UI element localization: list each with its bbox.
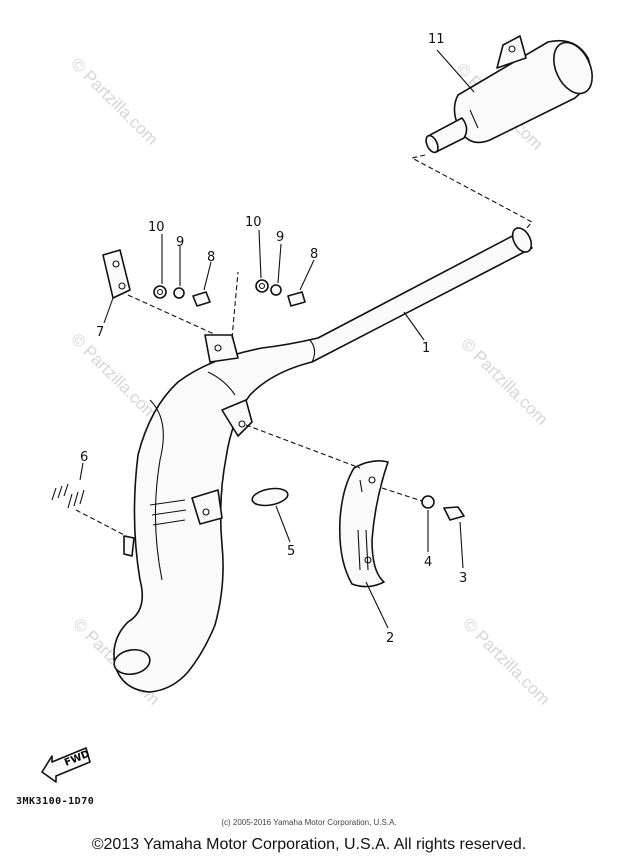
washer-part-9[interactable]	[173, 287, 185, 299]
bolt-part-8[interactable]	[287, 291, 306, 307]
washer-part-4[interactable]	[421, 495, 435, 509]
nut-part-10[interactable]	[255, 279, 269, 293]
connector-line	[410, 154, 533, 239]
fastener-group-left[interactable]	[153, 285, 211, 307]
callout-6: 6	[80, 450, 88, 465]
callout-10: 10	[148, 220, 165, 235]
watermark: © Partzilla.com	[457, 334, 551, 428]
callout-8: 8	[207, 250, 215, 265]
leader-lines	[79, 49, 475, 629]
callout-9: 9	[176, 235, 184, 250]
bolt-part-3[interactable]	[443, 506, 465, 521]
gasket-part-5[interactable]	[251, 486, 289, 508]
washer-part-9[interactable]	[270, 284, 282, 296]
callout-9: 9	[276, 230, 284, 245]
callout-1: 1	[422, 341, 430, 356]
fwd-arrow-icon: FWD	[41, 747, 91, 783]
callout-5: 5	[287, 544, 295, 559]
watermark: © Partzilla.com	[459, 614, 553, 708]
callout-8: 8	[310, 247, 318, 262]
callout-7: 7	[96, 325, 104, 340]
watermark: © Partzilla.com	[67, 329, 161, 423]
nut-part-10[interactable]	[153, 285, 167, 299]
diagram-code: 3MK3100-1D70	[16, 796, 95, 807]
watermark: © Partzilla.com	[67, 54, 161, 148]
bolt-part-8[interactable]	[192, 291, 211, 307]
callouts: 11 1 10 9 8 10 9 8 7 6 5 4 3 2	[80, 32, 467, 646]
callout-3: 3	[459, 571, 467, 586]
callout-2: 2	[386, 631, 394, 646]
callout-4: 4	[424, 555, 432, 570]
callout-11: 11	[428, 32, 445, 47]
springs-part-6[interactable]	[51, 483, 135, 557]
fastener-group-right[interactable]	[255, 279, 306, 307]
internal-copyright: (c) 2005-2016 Yamaha Motor Corporation, …	[221, 818, 397, 827]
connector-line	[231, 271, 239, 339]
bracket-part-7[interactable]	[102, 249, 215, 335]
heat-guard-part-2[interactable]	[245, 424, 426, 588]
exhaust-pipe-part-1[interactable]	[112, 225, 535, 693]
callout-10: 10	[245, 215, 262, 230]
footer-copyright: ©2013 Yamaha Motor Corporation, U.S.A. A…	[91, 836, 527, 853]
silencer-part-11[interactable]	[424, 35, 600, 154]
